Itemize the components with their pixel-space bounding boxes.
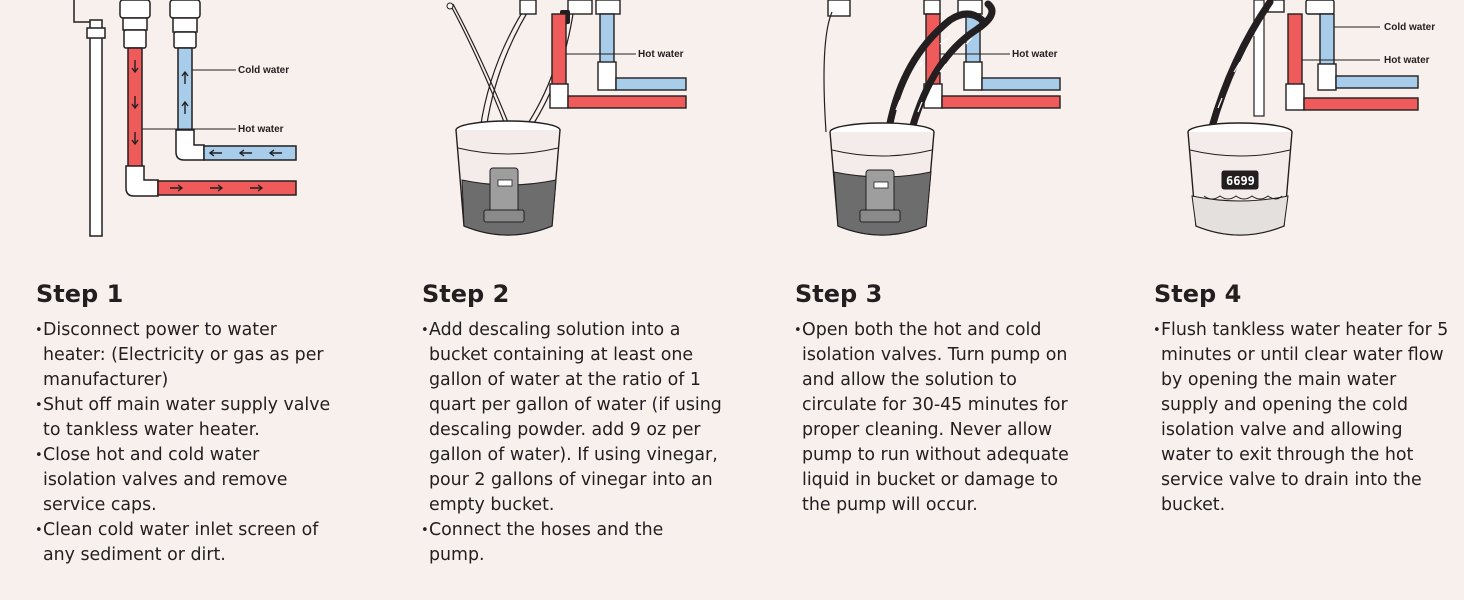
step-2-bullet-1: Add descaling solution into a bucket con… bbox=[421, 318, 722, 518]
step-4-bullet-1: Flush tankless water heater for 5 minute… bbox=[1153, 318, 1452, 518]
step-3-panel: Hot water Step 3 Open both the hot and c… bbox=[760, 0, 1120, 600]
step-1-bullet-4: Clean cold water inlet screen of any sed… bbox=[35, 518, 336, 568]
step-2-title: Step 2 bbox=[422, 280, 510, 308]
step-4-bucket-diagram: Cold water Hot water 6699 bbox=[1187, 0, 1435, 236]
step-1-instructions: Disconnect power to water heater: (Elect… bbox=[35, 318, 336, 568]
step-4-hot-water-label: Hot water bbox=[1384, 55, 1430, 66]
step-4-bucket-counter: 6699 bbox=[1226, 174, 1255, 188]
step-1-panel: Cold water Hot water Step 1 Disconnect p… bbox=[0, 0, 380, 600]
step-2-instructions: Add descaling solution into a bucket con… bbox=[421, 318, 722, 568]
step-3-bullet-1: Open both the hot and cold isolation val… bbox=[794, 318, 1085, 518]
step-2-bucket-diagram: Hot water bbox=[446, 0, 687, 236]
step-2-panel: Hot water Step 2 Add descaling solution … bbox=[380, 0, 760, 600]
step-4-cold-water-label: Cold water bbox=[1384, 22, 1435, 33]
step-1-hot-water-label: Hot water bbox=[238, 124, 284, 135]
step-4-title: Step 4 bbox=[1154, 280, 1242, 308]
step-4-panel: Cold water Hot water 6699 Step 4 Flush t… bbox=[1120, 0, 1464, 600]
step-1-bullet-2: Shut off main water supply valve to tank… bbox=[35, 393, 336, 443]
step-1-bullet-3: Close hot and cold water isolation valve… bbox=[35, 443, 336, 518]
step-3-bucket-diagram: Hot water bbox=[823, 0, 1061, 236]
step-2-hot-water-label: Hot water bbox=[638, 49, 684, 60]
step-2-bullet-2: Connect the hoses and the pump. bbox=[421, 518, 722, 568]
step-1-title: Step 1 bbox=[36, 280, 124, 308]
step-3-instructions: Open both the hot and cold isolation val… bbox=[794, 318, 1085, 518]
step-1-cold-water-label: Cold water bbox=[238, 65, 289, 76]
step-1-bullet-1: Disconnect power to water heater: (Elect… bbox=[35, 318, 336, 393]
step-3-title: Step 3 bbox=[795, 280, 883, 308]
step-4-instructions: Flush tankless water heater for 5 minute… bbox=[1153, 318, 1452, 518]
step-3-hot-water-label: Hot water bbox=[1012, 49, 1058, 60]
step-1-pipe-diagram: Cold water Hot water bbox=[73, 0, 297, 237]
